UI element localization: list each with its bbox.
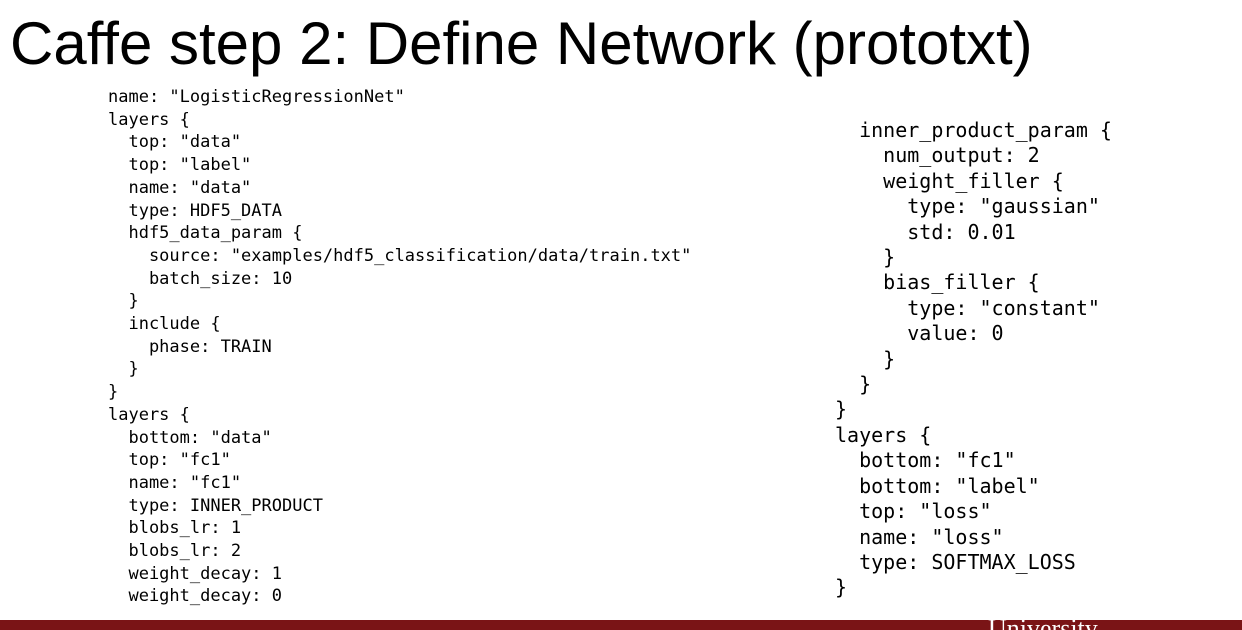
code-line: } bbox=[835, 372, 872, 397]
code-line: name: "fc1" bbox=[108, 472, 242, 493]
slide-title: Caffe step 2: Define Network (prototxt) bbox=[10, 10, 1033, 77]
code-line: } bbox=[835, 397, 848, 422]
footer-university-text: University bbox=[988, 620, 1098, 630]
code-block-left: name: "LogisticRegressionNet"layers { to… bbox=[108, 86, 691, 608]
code-line: type: "gaussian" bbox=[835, 194, 1100, 219]
code-line: top: "fc1" bbox=[108, 450, 231, 471]
code-line: type: INNER_PRODUCT bbox=[108, 495, 323, 516]
code-line: value: 0 bbox=[835, 321, 1004, 346]
code-line: top: "label" bbox=[108, 155, 252, 176]
code-line: layers { bbox=[835, 422, 932, 447]
code-line: top: "loss" bbox=[835, 499, 992, 524]
code-line: include { bbox=[108, 314, 221, 335]
code-line: blobs_lr: 2 bbox=[108, 541, 242, 562]
code-line: source: "examples/hdf5_classification/da… bbox=[108, 245, 692, 266]
code-line: phase: TRAIN bbox=[108, 336, 272, 357]
code-line: type: HDF5_DATA bbox=[108, 200, 282, 221]
code-line: batch_size: 10 bbox=[108, 268, 293, 289]
code-line: top: "data" bbox=[108, 132, 242, 153]
code-line: hdf5_data_param { bbox=[108, 223, 303, 244]
code-line: weight_filler { bbox=[835, 168, 1064, 193]
code-line: name: "data" bbox=[108, 177, 252, 198]
code-line: inner_product_param { bbox=[835, 118, 1112, 142]
code-line: bottom: "fc1" bbox=[835, 448, 1016, 473]
code-line: bottom: "label" bbox=[835, 473, 1040, 498]
code-line: blobs_lr: 1 bbox=[108, 518, 242, 539]
footer-bar: University bbox=[0, 620, 1242, 630]
code-line: bottom: "data" bbox=[108, 427, 272, 448]
code-block-right: inner_product_param { num_output: 2 weig… bbox=[835, 118, 1112, 601]
code-line: layers { bbox=[108, 109, 190, 130]
code-line: bias_filler { bbox=[835, 270, 1040, 295]
code-line: } bbox=[108, 291, 139, 312]
code-line: } bbox=[835, 245, 896, 270]
code-line: weight_decay: 1 bbox=[108, 563, 282, 584]
code-line: type: "constant" bbox=[835, 295, 1100, 320]
code-line: } bbox=[835, 346, 896, 371]
code-line: name: "LogisticRegressionNet" bbox=[108, 87, 405, 107]
code-line: std: 0.01 bbox=[835, 219, 1016, 244]
code-line: name: "loss" bbox=[835, 524, 1004, 549]
code-line: } bbox=[108, 382, 119, 403]
code-line: } bbox=[835, 575, 848, 600]
code-line: layers { bbox=[108, 404, 190, 425]
code-line: weight_decay: 0 bbox=[108, 586, 282, 607]
code-line: } bbox=[108, 359, 139, 380]
code-line: num_output: 2 bbox=[835, 143, 1040, 168]
code-line: type: SOFTMAX_LOSS bbox=[835, 549, 1076, 574]
